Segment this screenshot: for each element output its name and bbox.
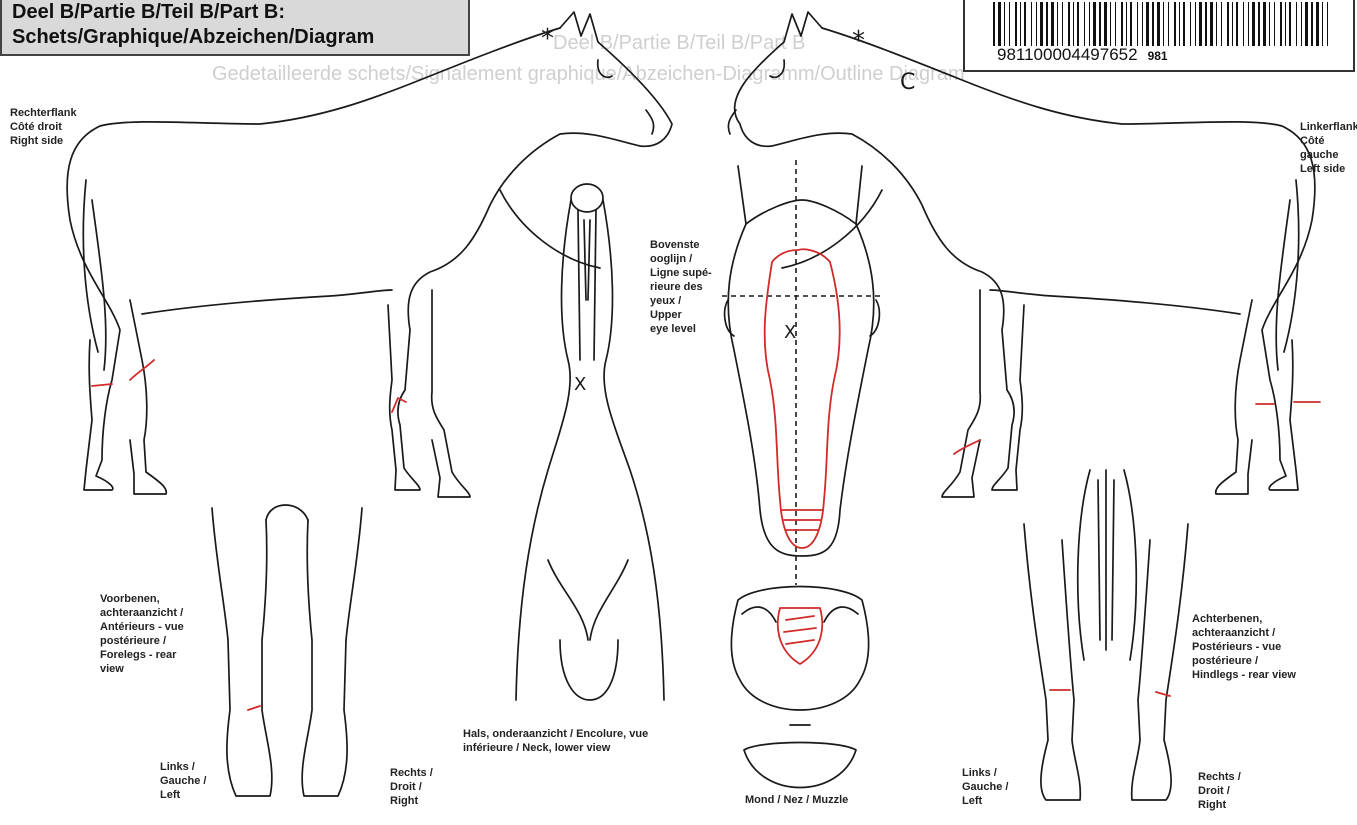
muzzle-outline: [732, 587, 869, 788]
section-title-line2: Schets/Graphique/Abzeichen/Diagram: [12, 25, 458, 50]
neck-lower-view-outline: X: [516, 184, 664, 700]
label-muzzle: Mond / Nez / Muzzle: [745, 793, 848, 807]
forelegs-rear-view-outline: [212, 505, 362, 796]
right-side-horse-outline: *: [67, 12, 672, 497]
label-hindlegs-right: Rechts / Droit / Right: [1198, 770, 1241, 812]
label-neck-lower-view: Hals, onderaanzicht / Encolure, vue infé…: [463, 727, 648, 755]
face-whorl-mark: X: [784, 322, 796, 343]
section-title-line1: Deel B/Partie B/Teil B/Part B:: [12, 0, 458, 25]
microchip-barcode: 981100004497652 981: [963, 0, 1355, 72]
hindlegs-rear-view-outline: [1024, 470, 1188, 800]
label-forelegs-rear-view: Voorbenen, achteraanzicht / Antérieurs -…: [100, 592, 184, 676]
head-front-view-outline: X: [722, 160, 880, 585]
left-side-horse-outline: * C: [728, 12, 1320, 497]
crest-mark-left-horse: *: [541, 24, 554, 54]
label-hindlegs-left: Links / Gauche / Left: [962, 766, 1008, 808]
section-title-box: Deel B/Partie B/Teil B/Part B: Schets/Gr…: [0, 0, 470, 56]
crest-mark-right-horse: *: [852, 26, 865, 56]
label-hindlegs-rear-view: Achterbenen, achteraanzicht / Postérieur…: [1192, 612, 1296, 682]
label-forelegs-left: Links / Gauche / Left: [160, 760, 206, 802]
neck-whorl-mark: X: [574, 374, 586, 395]
barcode-bars: [993, 2, 1333, 46]
barcode-number-row: 981100004497652 981: [997, 45, 1168, 65]
label-eye-level: Bovenste ooglijn / Ligne supé- rieure de…: [650, 238, 712, 336]
label-left-side: Linkerflank Côté gauche Left side: [1300, 120, 1357, 176]
barcode-suffix: 981: [1148, 49, 1168, 63]
barcode-number: 981100004497652: [997, 45, 1138, 64]
label-right-side: Rechterflank Côté droit Right side: [10, 106, 77, 148]
label-forelegs-right: Rechts / Droit / Right: [390, 766, 433, 808]
cheek-mark-right-horse: C: [900, 70, 915, 95]
